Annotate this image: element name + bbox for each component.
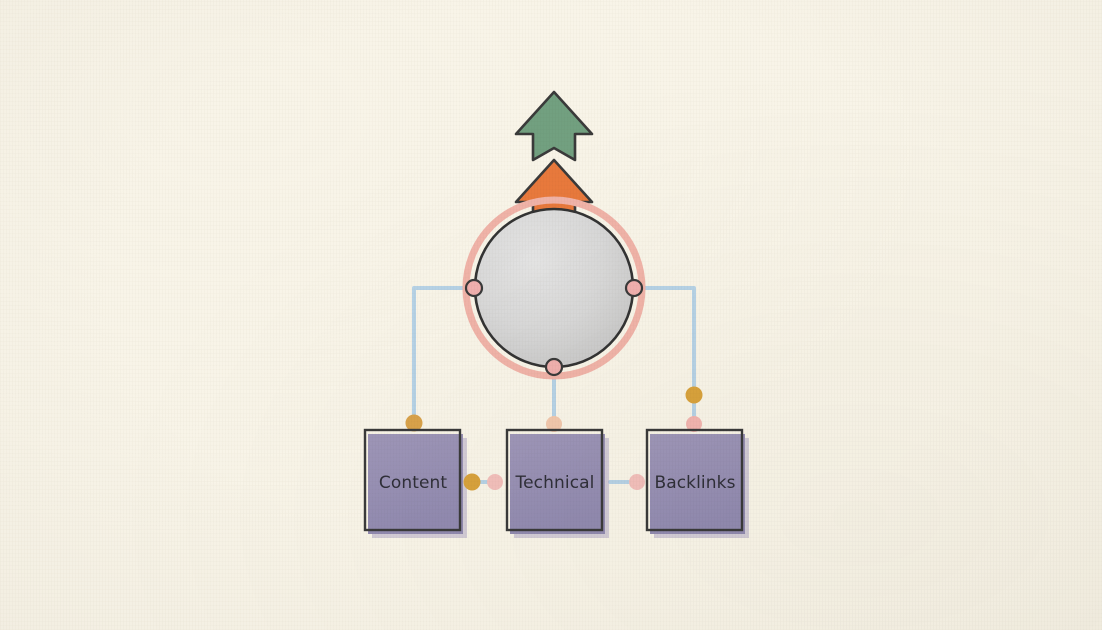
node-backlinks-label: Backlinks [654,473,735,493]
connector-dot-group [405,278,703,432]
growth-arrow-green [514,90,594,162]
node-content[interactable]: Content [363,428,467,538]
dot-hub-right[interactable] [624,278,644,298]
arrow-green-shape [514,90,594,162]
dot-hub-bottom[interactable] [544,357,564,377]
node-technical-outline [505,428,604,532]
connector-hub-to-content[interactable] [412,286,476,425]
node-content-label: Content [379,473,448,493]
node-technical-fill [510,434,605,534]
dot-hub-left[interactable] [464,278,484,298]
dot-content-top-gold[interactable] [405,414,423,432]
dot-technical-left-pink[interactable] [487,474,503,490]
node-technical[interactable]: Technical [505,428,609,538]
dot-backlinks-top-pink[interactable] [686,416,702,432]
dot-backlinks-left-pink[interactable] [629,474,645,490]
node-technical-label: Technical [515,473,595,493]
node-backlinks-fill [650,434,745,534]
central-hub[interactable] [462,196,646,380]
dot-technical-top-peach[interactable] [546,416,562,432]
inter-node-dot-group [463,473,645,491]
node-backlinks-outline [645,428,744,532]
dot-backlinks-mid-gold[interactable] [685,386,703,404]
dot-content-right-gold[interactable] [463,473,481,491]
node-content-outline [363,428,462,532]
connector-hub-to-backlinks[interactable] [632,286,696,426]
node-content-fill [368,434,463,534]
hub-disc [473,207,635,369]
node-backlinks[interactable]: Backlinks [645,428,749,538]
